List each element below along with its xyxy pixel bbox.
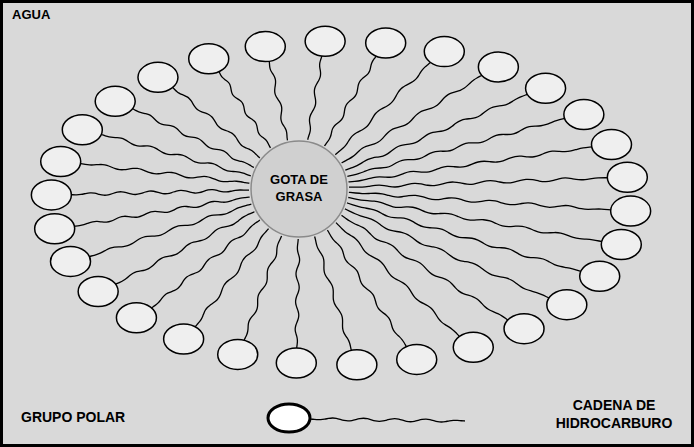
polar-group-label: GRUPO POLAR — [21, 409, 125, 427]
polar-head — [564, 99, 604, 129]
hydrocarbon-tail — [327, 230, 407, 349]
hydrocarbon-tail — [218, 70, 271, 148]
hydrocarbon-chain-label: CADENA DE HIDROCARBURO — [539, 397, 689, 432]
polar-head — [591, 130, 631, 160]
polar-head — [189, 44, 229, 74]
polar-head — [276, 348, 316, 378]
polar-head — [78, 277, 118, 307]
hydrocarbon-tail — [269, 59, 288, 140]
fat-droplet: GOTA DE GRASA — [250, 140, 348, 238]
hydrocarbon-tail — [349, 178, 611, 187]
polar-head — [453, 332, 493, 362]
polar-head — [526, 73, 566, 103]
polar-head — [138, 62, 178, 92]
polar-head — [41, 146, 81, 176]
polar-head — [31, 180, 71, 210]
micelle-illustration — [3, 3, 694, 447]
polar-head — [580, 261, 620, 291]
hydrocarbon-tail — [342, 74, 485, 163]
hydrocarbon-tail — [112, 212, 254, 286]
polar-head — [547, 290, 587, 320]
sample-tail — [309, 418, 465, 422]
hydrocarbon-tail — [77, 163, 250, 183]
polar-head — [62, 115, 102, 145]
polar-head — [164, 324, 204, 354]
text-layer: AGUA GRUPO POLAR CADENA DE HIDROCARBURO GOT… — [3, 3, 694, 447]
hydrocarbon-tails — [67, 54, 614, 352]
polar-head — [366, 28, 406, 58]
hydrocarbon-tail — [345, 93, 530, 170]
polar-head — [218, 339, 258, 369]
hydrocarbon-tail — [149, 220, 260, 310]
hydrocarbon-tail — [243, 236, 281, 342]
droplet-label: GOTA DE GRASA — [263, 172, 335, 206]
polar-head — [337, 350, 377, 380]
hydrocarbon-tail — [349, 192, 615, 210]
hydrocarbon-tail — [315, 236, 352, 352]
hydrocarbon-tail — [193, 229, 268, 329]
node-text: GOTA DE GRASA — [263, 172, 335, 206]
polar-head — [116, 303, 156, 333]
polar-head — [51, 246, 91, 276]
sample-head — [268, 404, 310, 432]
hydrocarbon-tail — [67, 190, 249, 196]
hydrocarbon-tail — [349, 146, 596, 182]
polar-head — [245, 32, 285, 62]
polar-head — [424, 37, 464, 67]
polar-head — [95, 86, 135, 116]
hydrocarbon-tail — [325, 54, 378, 146]
water-label: AGUA — [12, 7, 50, 23]
hydrocarbon-tail — [171, 85, 260, 158]
hydrocarbon-tail — [341, 215, 510, 321]
sample-molecule — [268, 404, 465, 432]
polar-head — [601, 230, 641, 260]
polar-head — [305, 26, 345, 56]
hydrocarbon-tail — [336, 223, 461, 339]
hydrocarbon-tail — [308, 54, 323, 140]
polar-heads — [31, 26, 650, 380]
polar-head — [397, 344, 437, 374]
polar-head — [504, 314, 544, 344]
polar-head — [35, 214, 75, 244]
hydrocarbon-tail — [70, 197, 249, 227]
hydrocarbon-tail — [345, 209, 552, 300]
hydrocarbon-tail — [295, 239, 299, 350]
polar-head — [611, 196, 651, 226]
hydrocarbon-tail — [348, 197, 605, 242]
droplet-circle — [251, 141, 347, 237]
polar-head — [478, 52, 518, 82]
polar-head — [607, 162, 647, 192]
